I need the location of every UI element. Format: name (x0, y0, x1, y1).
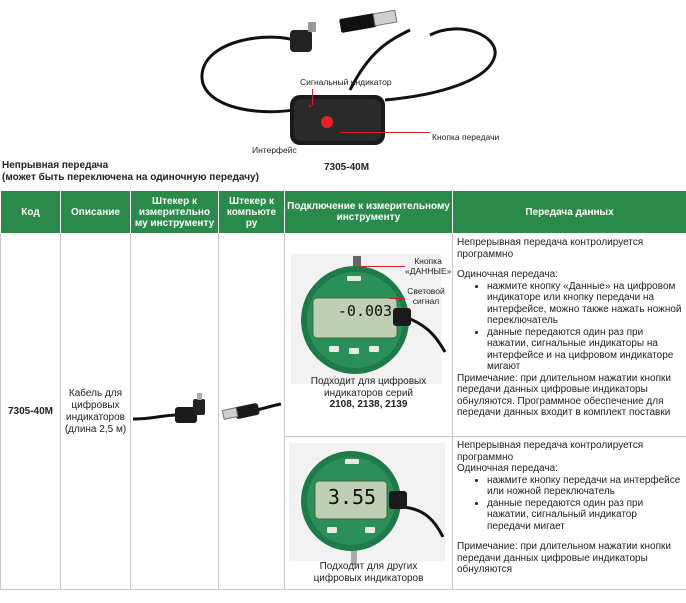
transfer-1-p1: Непрерывная передача контролируется прог… (457, 237, 644, 260)
fit-caption-2: Подходит для других цифровых индикаторов (285, 561, 452, 584)
heading-line-2: (может быть переключена на одиночную пер… (2, 172, 259, 183)
header-instrument-plug: Штекер к измерительно му инструменту (130, 190, 219, 234)
cell-instrument-plug (130, 233, 219, 590)
fit-caption-2-line-2: цифровых индикаторов (313, 572, 424, 584)
list-item: данные передаются один раз при нажатии, … (487, 498, 682, 533)
leader-data-button (359, 266, 405, 267)
display-reading-1: -0.003 (337, 302, 393, 320)
heading-line-1: Непрывная передача (2, 160, 109, 171)
label-data-button: Кнопка «ДАННЫЕ» (405, 256, 452, 276)
code-text: 7305-40M (7, 406, 54, 417)
transfer-1-note: Примечание: при длительном нажатии кнопк… (457, 372, 671, 419)
leader-light-signal (389, 298, 405, 299)
label-transfer-button: Кнопка передачи (432, 132, 500, 142)
list-item: нажмите кнопку передачи на интерфейсе ил… (487, 475, 682, 498)
fit-caption-1-models: 2108, 2138, 2139 (329, 399, 408, 410)
label-interface: Интерфейс (252, 145, 297, 155)
cell-transfer-1: Непрерывная передача контролируется прог… (452, 233, 686, 437)
transfer-2-list: нажмите кнопку передачи на интерфейсе ил… (457, 475, 682, 533)
cell-connection-2: 3.55 Подходит для других цифровых индика… (284, 436, 453, 590)
transfer-2-note: Примечание: при длительном нажатии кнопк… (457, 541, 671, 575)
header-connection: Подключение к измерительному инструменту (284, 190, 453, 234)
header-description: Описание (60, 190, 131, 234)
header-computer-plug: Штекер к компьюте ру (218, 190, 285, 234)
list-item: нажмите кнопку «Данные» на цифровом инди… (487, 281, 682, 327)
usb-plug-image (221, 402, 281, 420)
product-photo (190, 0, 520, 150)
label-light-signal: Световой сигнал (407, 286, 445, 306)
description-text: Кабель для цифровых индикаторов (длина 2… (64, 387, 127, 435)
label-signal-indicator: Сигнальный индикатор (300, 77, 392, 87)
transfer-text-1: Непрерывная передача контролируется прог… (453, 234, 686, 419)
digital-indicator-image-2 (289, 443, 445, 565)
leader-transfer-button (340, 132, 430, 133)
transfer-2-p1: Непрерывная передача контролируется прог… (457, 440, 644, 463)
fit-caption-2-line-1: Подходит для других (319, 561, 418, 572)
cell-computer-plug (218, 233, 285, 590)
fit-caption-1-line-1: Подходит для цифровых (310, 376, 427, 387)
table-row: 3.55 Подходит для других цифровых индика… (1, 436, 686, 590)
table-header-row: Код Описание Штекер к измерительно му ин… (0, 190, 686, 234)
cell-code: 7305-40M (0, 233, 61, 590)
cell-transfer-2: Непрерывная передача контролируется прог… (452, 436, 686, 590)
header-data-transfer: Передача данных (452, 190, 686, 234)
spec-table: Код Описание Штекер к измерительно му ин… (0, 190, 686, 590)
fit-caption-1: Подходит для цифровых индикаторов серий … (285, 376, 452, 411)
instrument-plug-image (132, 393, 205, 423)
transfer-2-p2: Одиночная передача: (457, 463, 558, 474)
cable-illustration (200, 9, 497, 145)
table-row: 7305-40M Кабель для цифровых индикаторов… (0, 233, 686, 590)
section-heading: Непрывная передача (может быть переключе… (2, 160, 259, 184)
digital-indicator-image-1 (291, 254, 447, 384)
display-reading-2: 3.55 (327, 485, 377, 509)
model-caption: 7305-40M (324, 162, 370, 173)
header-code: Код (0, 190, 61, 234)
transfer-1-list: нажмите кнопку «Данные» на цифровом инди… (457, 281, 682, 373)
cell-connection-1: -0.003 Кнопка «ДАННЫЕ» Световой сигнал П… (284, 233, 453, 437)
cell-description: Кабель для цифровых индикаторов (длина 2… (60, 233, 131, 590)
transfer-text-2: Непрерывная передача контролируется прог… (453, 437, 686, 576)
list-item: данные передаются один раз при нажатии, … (487, 327, 682, 373)
transfer-1-p2: Одиночная передача: (457, 269, 558, 280)
fit-caption-1-line-2: индикаторов серий (323, 387, 413, 399)
leader-signal (312, 89, 313, 105)
